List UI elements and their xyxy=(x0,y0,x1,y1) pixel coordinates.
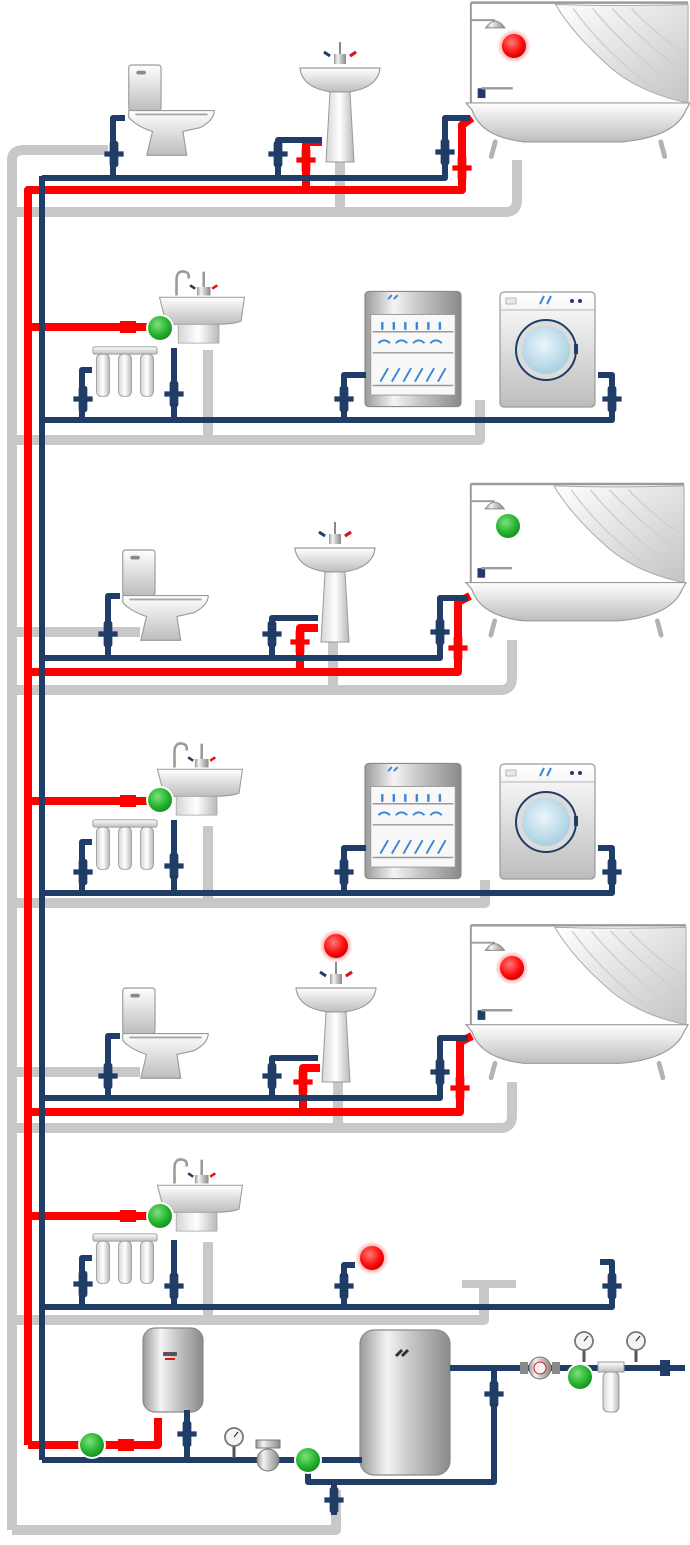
leak-sensor-ok[interactable] xyxy=(146,1202,174,1230)
leak-sensor-alarm[interactable] xyxy=(495,951,529,985)
water-heater-fixture xyxy=(142,1327,204,1413)
floor-drain-outlet xyxy=(462,1280,516,1288)
bathtub-fixture xyxy=(466,3,690,157)
leak-sensor-alarm[interactable] xyxy=(497,29,531,63)
toilet-fixture xyxy=(121,549,210,642)
leak-sensor-alarm[interactable] xyxy=(319,929,353,963)
valves xyxy=(73,138,622,1514)
inlet-valve xyxy=(660,1360,670,1376)
main-water-filter xyxy=(597,1361,625,1413)
leak-sensors xyxy=(78,29,594,1474)
leak-sensor-ok[interactable] xyxy=(78,1431,106,1459)
pressure-gauge xyxy=(573,1330,595,1364)
dishwasher-fixture xyxy=(363,762,463,880)
circulation-pump xyxy=(255,1439,281,1472)
leak-sensor-alarm[interactable] xyxy=(355,1241,389,1275)
pressure-gauge xyxy=(223,1426,245,1460)
leak-sensor-ok[interactable] xyxy=(494,512,522,540)
bathtub-fixture xyxy=(466,484,686,635)
water-meter xyxy=(520,1356,560,1380)
dishwasher-fixture xyxy=(363,290,463,408)
boiler-room-equipment xyxy=(223,1330,670,1472)
toilet-fixture xyxy=(127,64,216,157)
bathtub-fixture xyxy=(466,925,688,1078)
boiler-fixture xyxy=(358,1328,452,1477)
water-filter-fixture xyxy=(92,1233,158,1284)
washing-machine-fixture xyxy=(499,763,596,880)
water-filter-fixture xyxy=(92,346,158,397)
washing-machine-fixture xyxy=(499,291,596,408)
toilet-fixture xyxy=(121,987,210,1080)
water-filter-fixture xyxy=(92,819,158,870)
leak-sensor-ok[interactable] xyxy=(146,786,174,814)
drain-system xyxy=(7,145,522,1535)
leak-sensor-ok[interactable] xyxy=(146,314,174,342)
leak-sensor-ok[interactable] xyxy=(294,1446,322,1474)
pressure-gauge xyxy=(625,1330,647,1364)
leak-sensor-ok[interactable] xyxy=(566,1363,594,1391)
